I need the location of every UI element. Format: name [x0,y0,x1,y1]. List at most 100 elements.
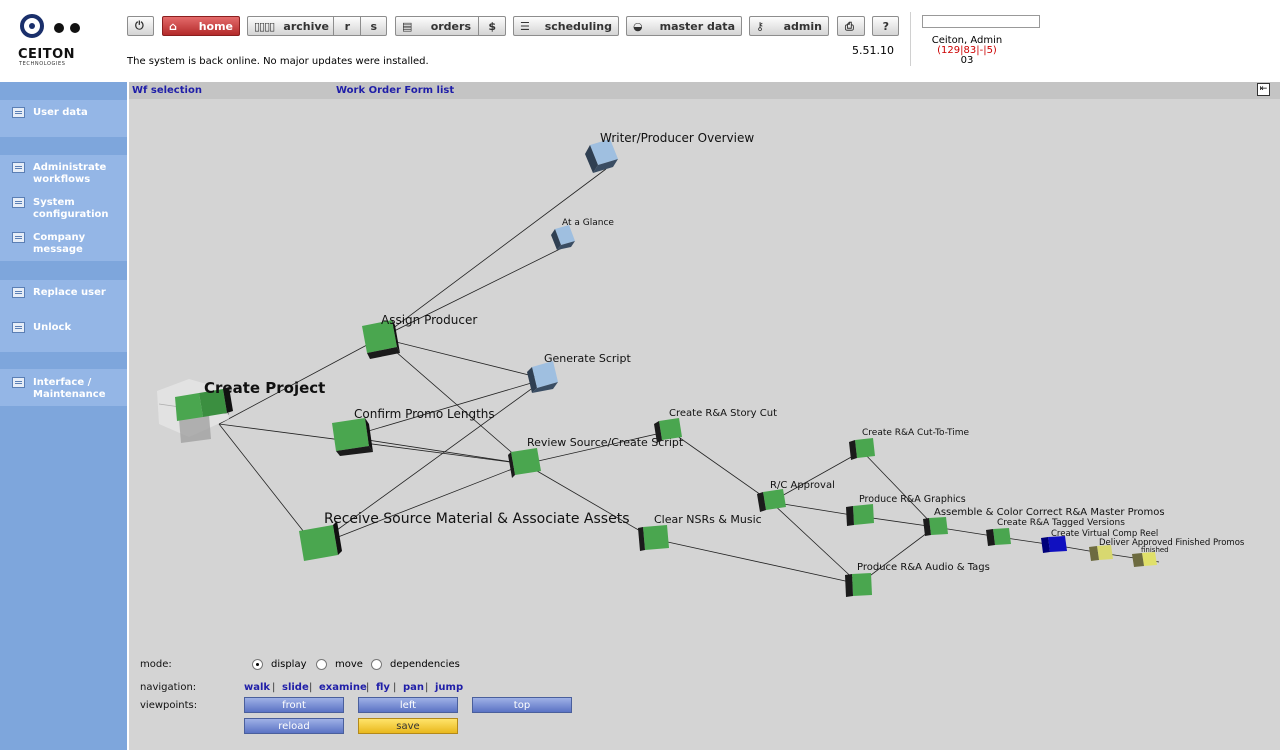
node-label-deliver-approved: Deliver Approved Finished Promos [1099,538,1245,548]
house-icon: ⌂ [169,20,177,33]
ceiton-logo[interactable]: CEITON TECHNOLOGIES [18,14,90,70]
tab-work-order-form-list[interactable]: Work Order Form list [336,85,455,96]
mode-label: mode: [140,659,172,670]
scheduling-label: scheduling [544,20,612,33]
node-deliver-approved[interactable]: Deliver Approved Finished Promos [1089,538,1245,561]
master-data-icon: ◒ [633,20,643,33]
nav-separator: | [272,682,276,693]
home-button[interactable]: ⌂ home [162,16,240,36]
status-message: The system is back online. No major upda… [127,56,429,67]
node-label-produce-ra-graphics: Produce R&A Graphics [859,494,966,505]
node-assemble-color[interactable]: Assemble & Color Correct R&A Master Prom… [923,507,1165,536]
node-finished[interactable]: finished [1132,546,1169,567]
node-label-at-a-glance: At a Glance [562,218,614,228]
scheduling-button[interactable]: ☰ scheduling [513,16,619,36]
document-icon [12,162,25,173]
viewpoint-front-button[interactable]: front [244,697,344,713]
archive-r-button[interactable]: r [344,20,350,33]
sidebar-item-label: Interface / Maintenance [33,377,106,400]
admin-button[interactable]: ⚷ admin [749,16,829,36]
viewpoint-left-button[interactable]: left [358,697,458,713]
workflow-3d-viewer[interactable]: Create Project Writer/Producer Overview … [129,99,1280,650]
sidebar-item-label: System configuration [33,197,109,220]
user-name[interactable]: Ceiton, Admin [931,35,1003,46]
node-review-source[interactable]: Review Source/Create Script [508,436,684,478]
node-create-ra-tagged[interactable]: Create R&A Tagged Versions [986,518,1125,546]
mode-display-radio[interactable] [252,659,263,670]
nav-examine-link[interactable]: examine [319,682,367,693]
save-button[interactable]: save [358,718,458,734]
printer-icon: ⎙ [845,20,854,33]
master-data-button[interactable]: ◒ master data [626,16,742,36]
viewpoint-top-button[interactable]: top [472,697,572,713]
node-label-assign-producer: Assign Producer [381,313,477,327]
power-icon: ⏻ [135,19,144,32]
print-button[interactable]: ⎙ [837,16,865,36]
mode-dependencies-label[interactable]: dependencies [390,659,460,670]
node-label-create-project: Create Project [204,379,325,397]
navigation-label: navigation: [140,682,197,693]
node-label-create-ra-story-cut: Create R&A Story Cut [669,408,777,419]
workflow-graph[interactable]: Create Project Writer/Producer Overview … [129,99,1280,650]
archive-s-button[interactable]: s [370,20,377,33]
tab-wf-selection[interactable]: Wf selection [132,85,202,96]
orders-button-group[interactable]: ▤ orders $ [395,16,506,36]
help-button[interactable]: ? [872,16,899,36]
user-counts[interactable]: (129|83|-|5) [937,45,997,56]
nav-separator: | [425,682,429,693]
node-generate-script[interactable]: Generate Script [527,352,631,393]
node-label-clear-nsrs: Clear NSRs & Music [654,513,762,526]
document-icon [12,322,25,333]
divider [333,17,334,35]
node-produce-ra-audio[interactable]: Produce R&A Audio & Tags [845,562,990,597]
node-receive-source[interactable]: Receive Source Material & Associate Asse… [299,511,630,561]
divider [478,17,479,35]
document-icon [12,232,25,243]
node-create-ra-cut-to-time[interactable]: Create R&A Cut-To-Time [849,428,970,460]
node-produce-ra-graphics[interactable]: Produce R&A Graphics [846,494,966,526]
sidebar: User data Administrate workflows System … [0,82,127,750]
node-writer-producer-overview[interactable]: Writer/Producer Overview [585,131,754,173]
node-create-ra-story-cut[interactable]: Create R&A Story Cut [654,408,777,443]
logo-dot [70,23,80,33]
node-label-create-ra-cut-to-time: Create R&A Cut-To-Time [862,428,970,438]
node-confirm-promo-lengths[interactable]: Confirm Promo Lengths [332,407,495,456]
node-clear-nsrs[interactable]: Clear NSRs & Music [638,513,762,551]
collapse-panel-icon[interactable]: ⇤ [1257,83,1270,96]
logo-dot [54,23,64,33]
orders-dollar-button[interactable]: $ [488,20,496,33]
document-icon [12,377,25,388]
nav-pan-link[interactable]: pan [403,682,425,693]
node-create-virtual-comp[interactable]: Create Virtual Comp Reel [1041,529,1158,553]
node-label-create-virtual-comp: Create Virtual Comp Reel [1051,529,1158,539]
reload-button[interactable]: reload [244,718,344,734]
logout-button[interactable]: ⏻ [127,16,154,36]
archive-label[interactable]: archive [283,20,329,33]
archive-icon: ▯▯▯▯ [254,20,275,33]
node-rc-approval[interactable]: R/C Approval [757,480,835,512]
key-icon: ⚷ [756,20,765,33]
node-assign-producer[interactable]: Assign Producer [362,313,477,359]
help-label: ? [882,20,889,33]
document-icon [12,287,25,298]
home-label: home [198,20,233,33]
tab-bar: Wf selection Work Order Form list ⇤ [129,82,1280,99]
node-at-a-glance[interactable]: At a Glance [551,218,614,250]
node-label-review-source: Review Source/Create Script [527,436,684,449]
user-extra: 03 [960,55,974,66]
archive-button-group[interactable]: ▯▯▯▯ archive r s [247,16,387,36]
logo-sub: TECHNOLOGIES [19,61,66,67]
admin-label: admin [783,20,822,33]
nav-slide-link[interactable]: slide [282,682,309,693]
mode-dependencies-radio[interactable] [371,659,382,670]
mode-move-radio[interactable] [316,659,327,670]
user-search-box[interactable] [922,15,1040,28]
nav-fly-link[interactable]: fly [376,682,390,693]
nav-separator: | [366,682,370,693]
nav-jump-link[interactable]: jump [435,682,464,693]
nav-walk-link[interactable]: walk [244,682,271,693]
mode-move-label[interactable]: move [335,659,363,670]
node-create-project[interactable]: Create Project [175,379,325,421]
orders-label[interactable]: orders [430,20,471,33]
mode-display-label[interactable]: display [271,659,307,670]
